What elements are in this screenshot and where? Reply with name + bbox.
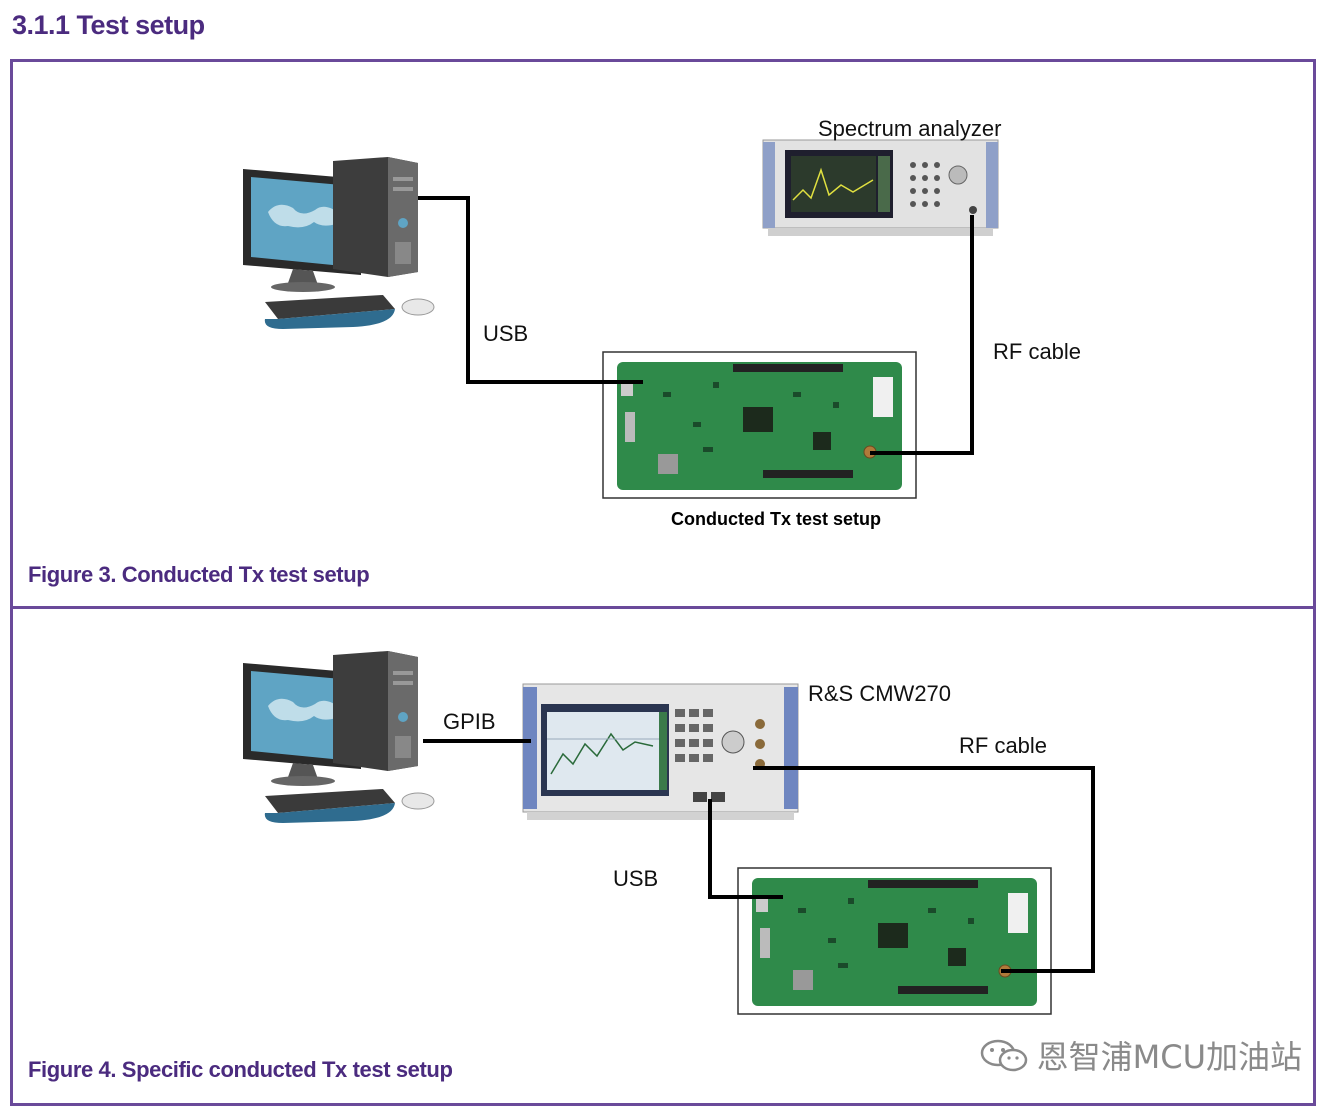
figure-4-diagram: R&S CMW270 GPIB RF cable USB xyxy=(243,651,1095,1015)
watermark-text: 恩智浦MCU加油站 xyxy=(1036,1038,1302,1076)
section-title: 3.1.1 Test setup xyxy=(12,10,205,40)
rf-cable-label: RF cable xyxy=(993,339,1081,364)
figure-4-caption: Figure 4. Specific conducted Tx test set… xyxy=(28,1057,453,1082)
rf-cable xyxy=(753,766,1095,973)
desktop-computer-icon xyxy=(243,651,435,823)
desktop-computer-icon xyxy=(243,157,435,329)
figure-3-caption: Figure 3. Conducted Tx test setup xyxy=(28,562,370,587)
spectrum-analyzer-label: Spectrum analyzer xyxy=(818,116,1001,141)
rf-cable-label: RF cable xyxy=(959,733,1047,758)
cmw270-label: R&S CMW270 xyxy=(808,681,951,706)
usb-label: USB xyxy=(613,866,658,891)
figure-3-frame: Spectrum analyzer USB RF cable Conducted… xyxy=(10,59,1316,609)
pcb-board-icon xyxy=(737,867,1052,1015)
rf-cable xyxy=(870,215,974,455)
spectrum-analyzer-icon xyxy=(762,139,999,236)
figure-3-diagram: Spectrum analyzer USB RF cable Conducted… xyxy=(243,116,1081,529)
figure-4-frame: R&S CMW270 GPIB RF cable USB Figure 4. S… xyxy=(10,606,1316,1106)
pcb-board-icon xyxy=(602,351,917,499)
usb-cable xyxy=(708,799,783,899)
watermark: 恩智浦MCU加油站 xyxy=(979,1032,1302,1078)
board-caption: Conducted Tx test setup xyxy=(671,509,881,529)
usb-cable xyxy=(418,196,643,384)
radio-tester-icon xyxy=(522,683,799,820)
gpib-label: GPIB xyxy=(443,709,496,734)
usb-label: USB xyxy=(483,321,528,346)
wechat-icon xyxy=(980,1039,1027,1072)
